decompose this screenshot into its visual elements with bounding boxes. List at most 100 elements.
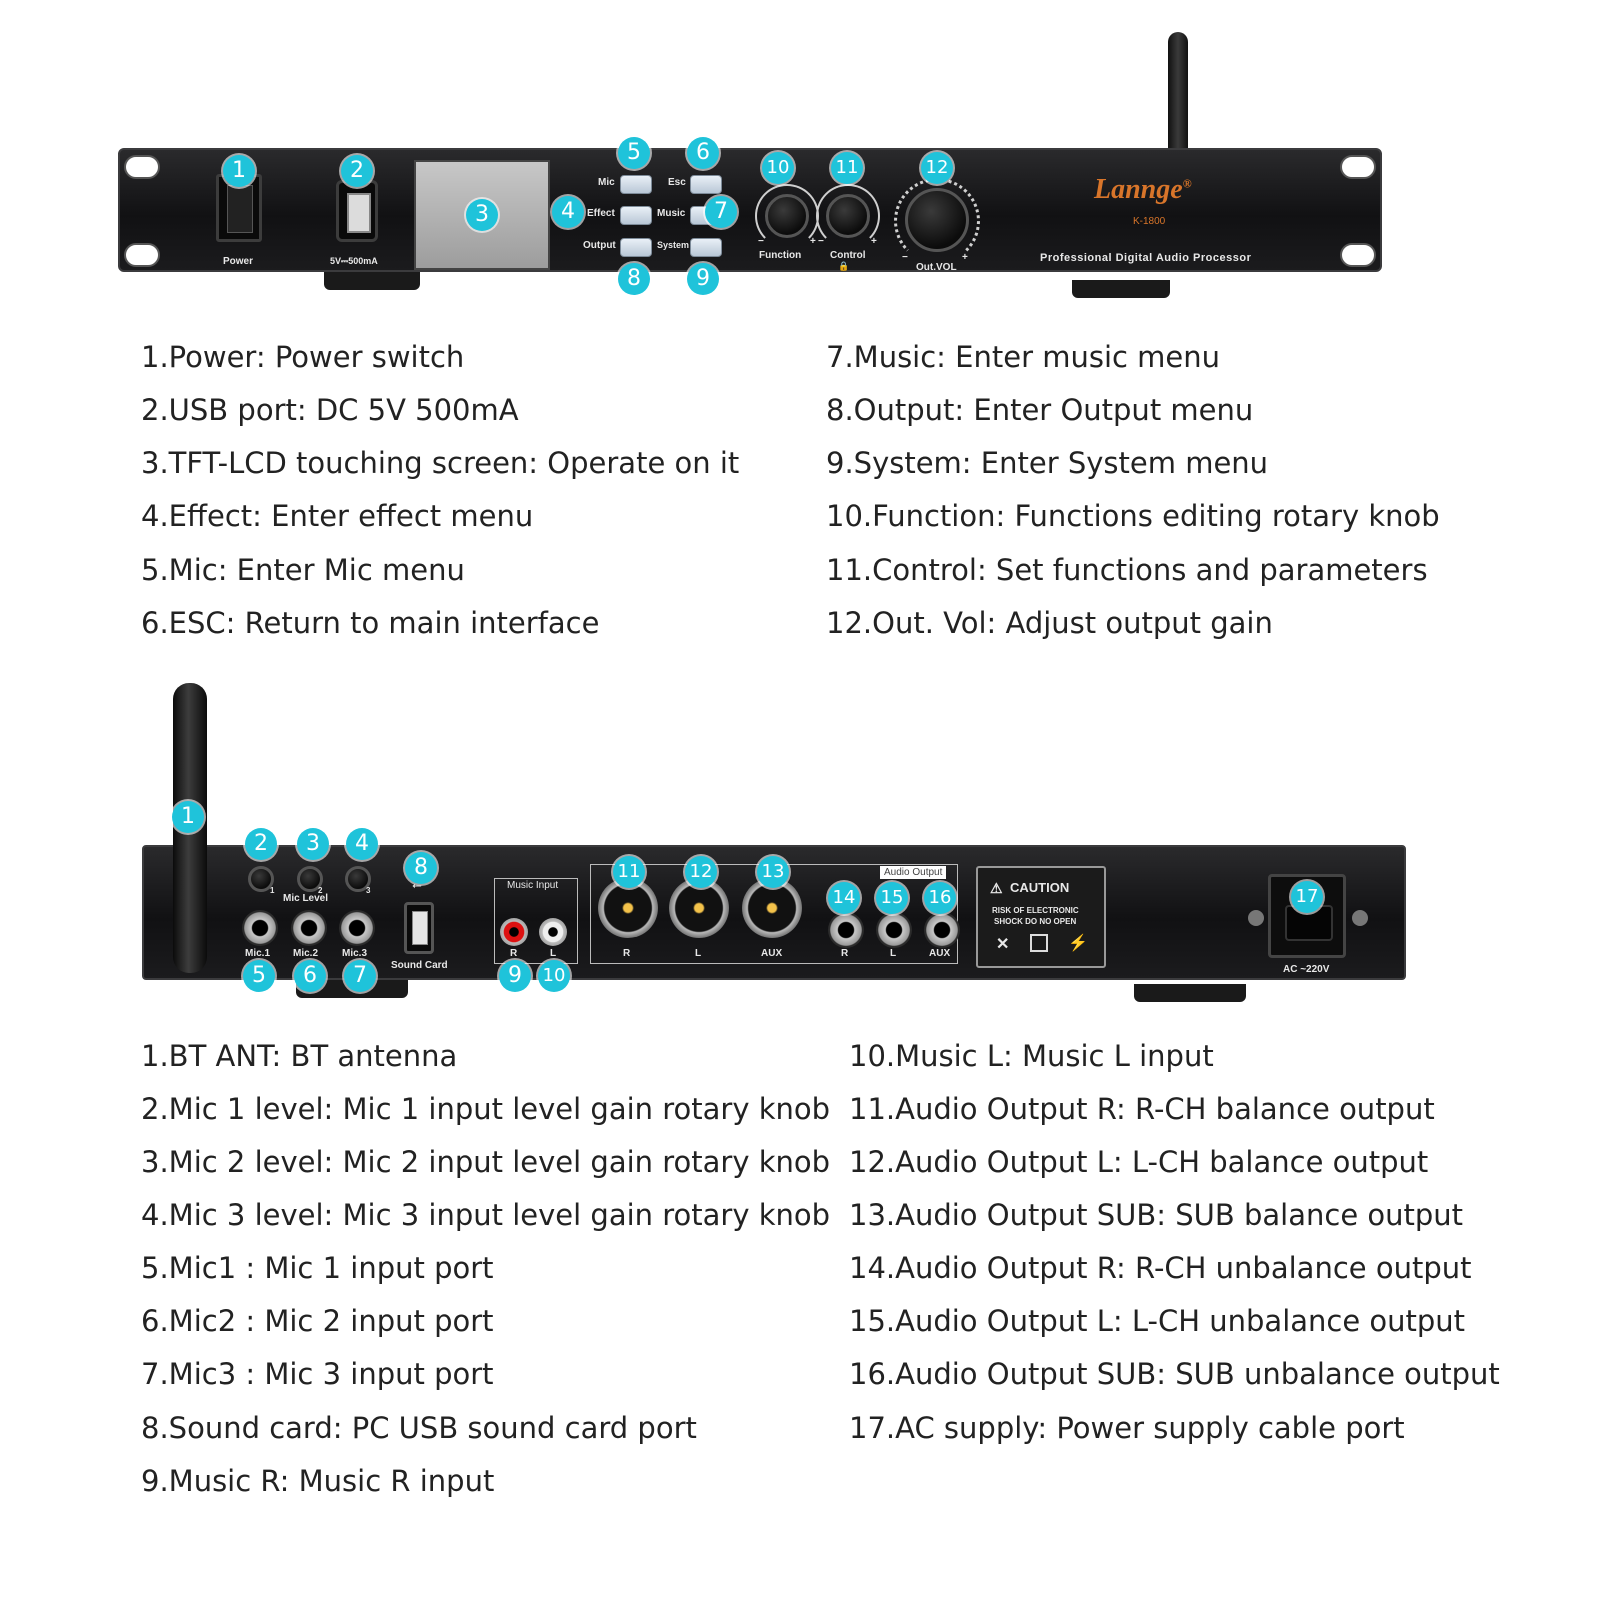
usb-label: 5V⎓500mA (330, 256, 378, 266)
legend-item: 16.Audio Output SUB: SUB unbalance outpu… (849, 1357, 1500, 1391)
rack-hole (124, 155, 160, 179)
legend-item: 15.Audio Output L: L-CH unbalance output (849, 1304, 1466, 1338)
rear-badge: 13 (757, 856, 789, 888)
mic-level-num: 2 (318, 886, 323, 895)
rear-badge: 3 (297, 828, 329, 860)
control-knob[interactable] (826, 194, 870, 238)
trs-aux-output[interactable] (924, 912, 960, 948)
mic-level-num: 1 (270, 886, 275, 895)
music-input-label: Music Input (507, 880, 559, 891)
legend-item: 4.Effect: Enter effect menu (141, 499, 534, 533)
rear-badge: 9 (499, 960, 531, 992)
front-chassis (118, 148, 1382, 272)
front-badge: 1 (223, 155, 255, 187)
legend-item: 4.Mic 3 level: Mic 3 input level gain ro… (141, 1198, 831, 1232)
mic3-level-knob[interactable] (345, 866, 371, 892)
mic1-level-knob[interactable] (248, 866, 274, 892)
sound-card-label: Sound Card (391, 960, 448, 971)
warning-icon: ⚠ (990, 880, 1003, 896)
effect-button[interactable] (620, 206, 652, 225)
audio-output-label: Audio Output (880, 866, 947, 879)
front-badge: 10 (762, 152, 794, 184)
caution-text: SHOCK DO NO OPEN (994, 917, 1077, 926)
caution-text: RISK OF ELECTRONIC (992, 906, 1079, 915)
control-knob-minus: − (818, 236, 824, 247)
legend-item: 3.TFT-LCD touching screen: Operate on it (141, 446, 740, 480)
model-label: K-1800 (1133, 216, 1166, 227)
esc-button-label: Esc (668, 177, 686, 188)
mic-button[interactable] (620, 175, 652, 194)
trs-l-output[interactable] (876, 912, 912, 948)
outvol-knob[interactable] (905, 188, 969, 252)
legend-item: 6.Mic2 : Mic 2 input port (141, 1304, 494, 1338)
outvol-knob-minus: − (902, 252, 908, 263)
music-r-input[interactable] (500, 918, 528, 946)
music-r-label: R (510, 948, 518, 959)
legend-item: 7.Music: Enter music menu (826, 340, 1221, 374)
rear-badge: 5 (243, 960, 275, 992)
legend-item: 7.Mic3 : Mic 3 input port (141, 1357, 494, 1391)
trs-r-output[interactable] (828, 912, 864, 948)
legend-item: 13.Audio Output SUB: SUB balance output (849, 1198, 1464, 1232)
mic2-level-knob[interactable] (297, 866, 323, 892)
function-knob[interactable] (765, 194, 809, 238)
brand-logo: Lannge® (1094, 174, 1192, 205)
front-badge: 6 (687, 137, 719, 169)
legend-item: 1.Power: Power switch (141, 340, 465, 374)
tools-icon: ✕ (996, 936, 1010, 953)
mic2-jack[interactable] (291, 910, 327, 946)
esc-button[interactable] (690, 175, 722, 194)
front-badge: 11 (831, 152, 863, 184)
power-label: Power (223, 256, 254, 267)
legend-item: 5.Mic: Enter Mic menu (141, 553, 465, 587)
sound-card-port[interactable] (404, 902, 434, 954)
outvol-knob-plus: + (962, 252, 968, 263)
front-badge: 7 (705, 196, 737, 228)
system-button[interactable] (690, 238, 722, 257)
rack-hole (124, 243, 160, 267)
rear-foot (1134, 984, 1246, 1002)
legend-item: 8.Output: Enter Output menu (826, 393, 1254, 427)
output-button[interactable] (620, 238, 652, 257)
function-knob-minus: − (758, 236, 764, 247)
function-knob-label: Function (759, 250, 802, 261)
rack-hole (1340, 155, 1376, 179)
front-antenna (1168, 32, 1188, 162)
legend-item: 8.Sound card: PC USB sound card port (141, 1411, 697, 1445)
control-knob-plus: + (871, 236, 877, 247)
rear-badge: 6 (294, 960, 326, 992)
system-button-label: System (657, 240, 690, 250)
output-button-label: Output (583, 240, 616, 251)
front-badge: 2 (341, 155, 373, 187)
rear-badge: 2 (245, 828, 277, 860)
legend-item: 10.Function: Functions editing rotary kn… (826, 499, 1440, 533)
shock-icon: ⚡ (1068, 935, 1088, 952)
legend-item: 14.Audio Output R: R-CH unbalance output (849, 1251, 1472, 1285)
mic-level-label: Mic Level (283, 893, 329, 904)
xlr-r-output[interactable] (598, 878, 658, 938)
screw (1352, 910, 1368, 926)
lock-icon: 🔒 (838, 261, 850, 271)
music-input-box (494, 878, 578, 964)
mic2-jack-label: Mic.2 (293, 948, 319, 959)
function-knob-plus: + (810, 236, 816, 247)
rear-badge: 11 (613, 856, 645, 888)
legend-item: 9.System: Enter System menu (826, 446, 1269, 480)
xlr-l-output[interactable] (669, 878, 729, 938)
usb-port[interactable] (336, 180, 378, 242)
control-knob-ring (816, 184, 880, 248)
legend-item: 6.ESC: Return to main interface (141, 606, 600, 640)
xlr-l-label: L (695, 948, 702, 959)
legend-item: 5.Mic1 : Mic 1 input port (141, 1251, 494, 1285)
music-l-input[interactable] (539, 918, 567, 946)
outvol-knob-label: Out.VOL (916, 262, 957, 273)
xlr-aux-label: AUX (761, 948, 783, 959)
legend-item: 9.Music R: Music R input (141, 1464, 495, 1498)
trs-l-label: L (890, 948, 897, 959)
music-l-label: L (550, 948, 557, 959)
front-foot (1072, 280, 1170, 298)
mic1-jack[interactable] (242, 910, 278, 946)
legend-item: 2.USB port: DC 5V 500mA (141, 393, 519, 427)
xlr-aux-output[interactable] (742, 878, 802, 938)
mic3-jack[interactable] (339, 910, 375, 946)
